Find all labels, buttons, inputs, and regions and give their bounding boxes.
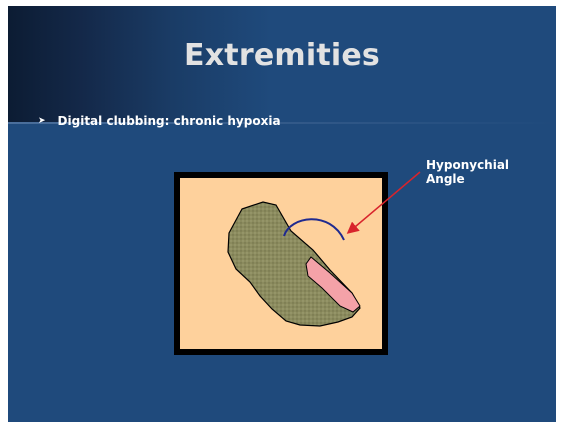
clubbing-figure-frame <box>174 172 388 355</box>
arrow-bullet-icon: ➤ <box>38 116 46 126</box>
slide-background: Extremities ➤ Digital clubbing: chronic … <box>8 6 556 422</box>
annotation-line-1: Hyponychial <box>426 158 509 172</box>
finger-diagram <box>180 178 382 349</box>
clubbing-figure <box>180 178 382 349</box>
bullet-item: ➤ Digital clubbing: chronic hypoxia <box>38 114 281 128</box>
slide-title: Extremities <box>8 38 556 73</box>
finger-shape <box>228 202 360 326</box>
bullet-text: Digital clubbing: chronic hypoxia <box>58 114 281 128</box>
annotation-label: Hyponychial Angle <box>426 158 509 186</box>
annotation-line-2: Angle <box>426 172 509 186</box>
